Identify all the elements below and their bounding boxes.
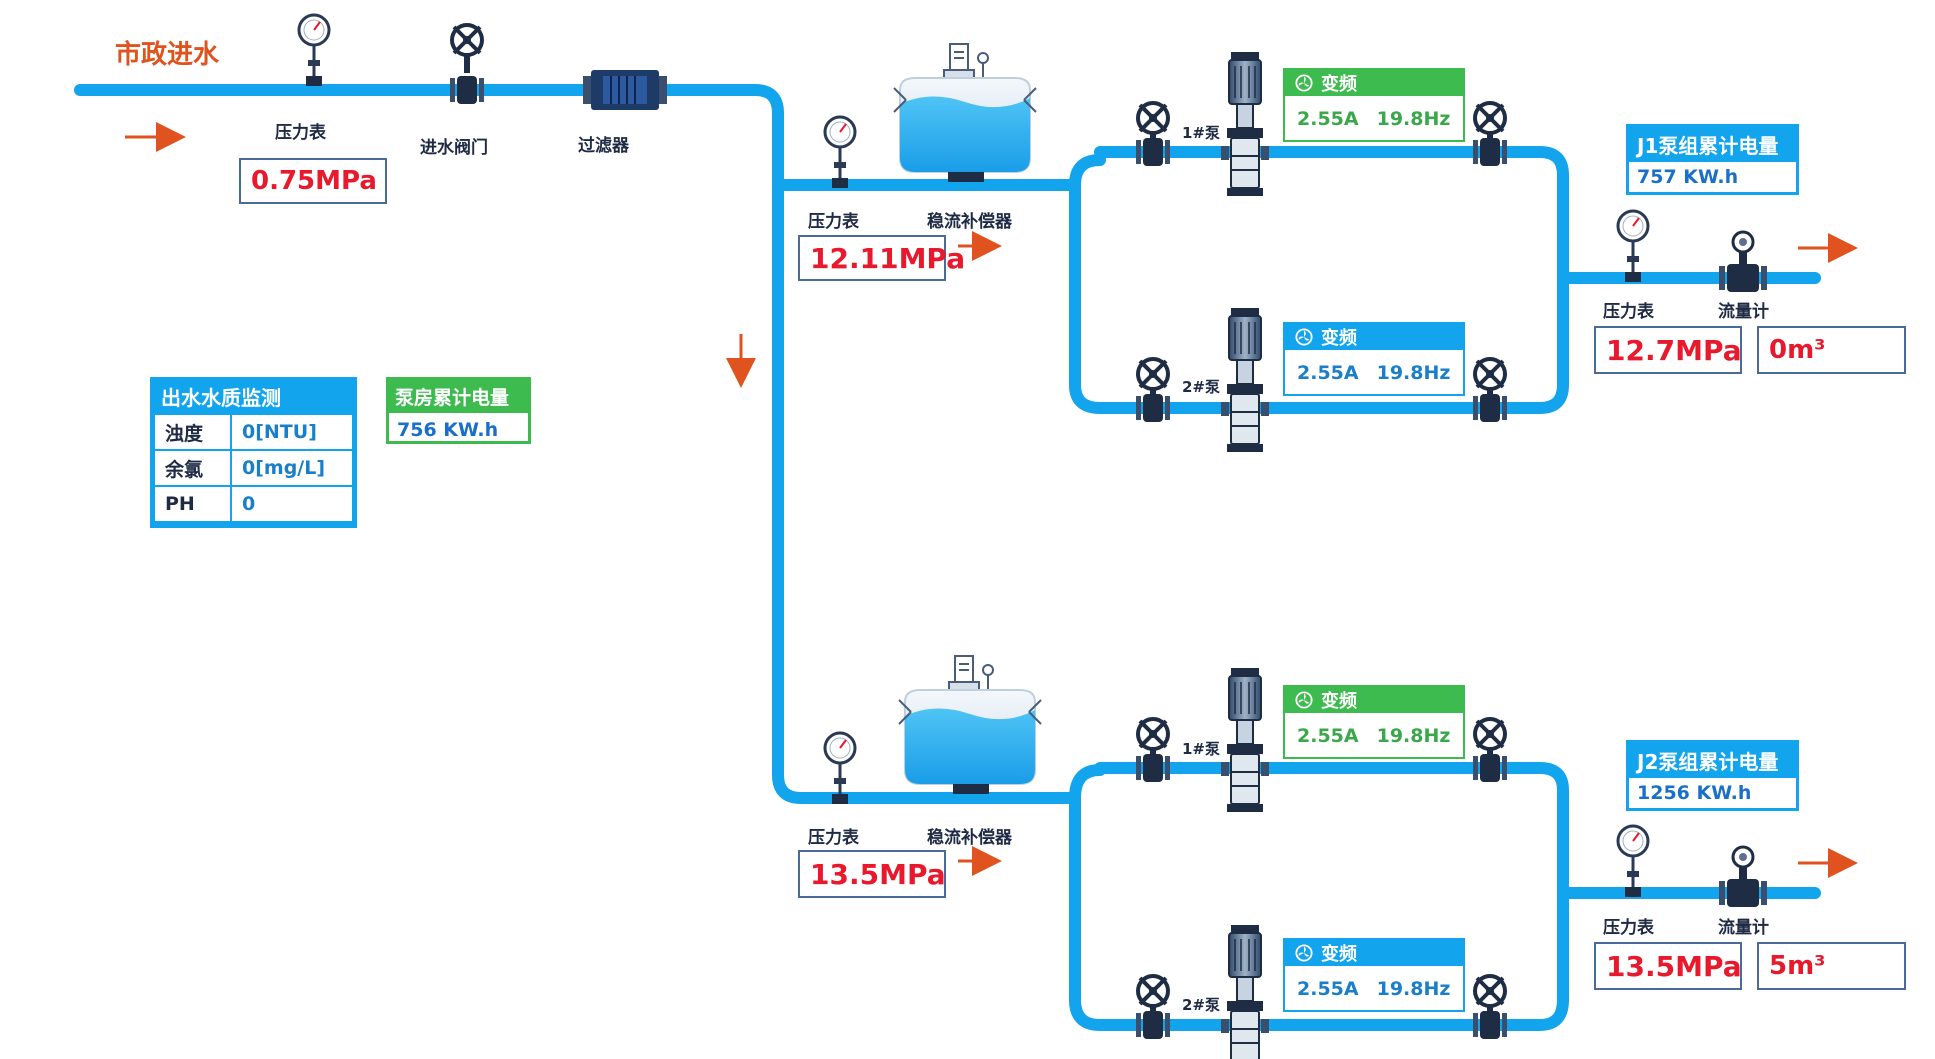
group2-loop-pipe bbox=[1069, 762, 1569, 1031]
inlet-pressure-value: 0.75MPa bbox=[239, 158, 387, 204]
page-title: 市政进水 bbox=[115, 40, 220, 70]
water-quality-title: 出水水质监测 bbox=[161, 386, 281, 410]
group2-pump2-vfd-panel: 变频 2.55A 19.8Hz bbox=[1283, 938, 1465, 1012]
fan-icon bbox=[1295, 74, 1313, 92]
group1-pump2-mode: 变频 bbox=[1321, 328, 1357, 349]
group1-flow-label: 流量计 bbox=[1718, 302, 1769, 322]
group1-pump1-current: 2.55A bbox=[1297, 108, 1359, 130]
group2-flow-value: 5m³ bbox=[1757, 942, 1906, 990]
group1-outlet-pressure-value: 12.7MPa bbox=[1594, 326, 1742, 374]
group2-pump1-mode: 变频 bbox=[1321, 691, 1357, 712]
group2-pump1-icon bbox=[1220, 667, 1270, 813]
flow-arrow-icon bbox=[125, 122, 1858, 878]
fan-icon bbox=[1295, 691, 1313, 709]
group2-pump2-label: 2#泵 bbox=[1182, 996, 1221, 1014]
group2-gauge-label: 压力表 bbox=[808, 828, 859, 848]
pump-room-energy-value: 756 KW.h bbox=[397, 419, 499, 441]
turbidity-value: 0[NTU] bbox=[230, 413, 354, 451]
group1-buffer-tank-icon bbox=[893, 43, 1037, 183]
filter-label: 过滤器 bbox=[578, 136, 629, 156]
group1-pressure-gauge-icon bbox=[823, 115, 857, 190]
group1-tank-label: 稳流补偿器 bbox=[927, 212, 1012, 232]
group1-outlet-gauge-icon bbox=[1616, 209, 1650, 284]
group2-pump2-mode: 变频 bbox=[1321, 944, 1357, 965]
group2-pump1-current: 2.55A bbox=[1297, 725, 1359, 747]
group1-pump2-vfd-panel: 变频 2.55A 19.8Hz bbox=[1283, 322, 1465, 396]
pump-room-energy-title: 泵房累计电量 bbox=[389, 380, 528, 413]
group1-pump1-icon bbox=[1220, 51, 1270, 197]
group1-pump1-freq: 19.8Hz bbox=[1376, 108, 1451, 130]
group1-pump1-label: 1#泵 bbox=[1182, 124, 1221, 142]
group2-energy-title: J2泵组累计电量 bbox=[1629, 743, 1796, 778]
fan-icon bbox=[1295, 944, 1313, 962]
ph-value: 0 bbox=[230, 485, 354, 523]
group1-pump2-current: 2.55A bbox=[1297, 362, 1359, 384]
group2-flow-label: 流量计 bbox=[1718, 918, 1769, 938]
filter-icon bbox=[582, 69, 668, 111]
group2-tank-label: 稳流补偿器 bbox=[927, 828, 1012, 848]
chlorine-label: 余氯 bbox=[153, 449, 232, 487]
group1-flow-value: 0m³ bbox=[1757, 326, 1906, 374]
pipes bbox=[74, 84, 1821, 1031]
pump-room-energy-panel: 泵房累计电量 756 KW.h bbox=[386, 377, 531, 444]
group2-pump1-label: 1#泵 bbox=[1182, 740, 1221, 758]
group2-outlet-pressure-value: 13.5MPa bbox=[1594, 942, 1742, 990]
group1-energy-title: J1泵组累计电量 bbox=[1629, 127, 1796, 162]
group1-pump2-label: 2#泵 bbox=[1182, 378, 1221, 396]
group2-pump2-current: 2.55A bbox=[1297, 978, 1359, 1000]
group2-pump1-freq: 19.8Hz bbox=[1376, 725, 1451, 747]
group2-pump2-freq: 19.8Hz bbox=[1376, 978, 1451, 1000]
main-pipe bbox=[74, 84, 1081, 804]
group2-outlet-gauge-label: 压力表 bbox=[1603, 918, 1654, 938]
group1-energy-panel: J1泵组累计电量 757 KW.h bbox=[1626, 124, 1799, 195]
group1-gauge-label: 压力表 bbox=[808, 212, 859, 232]
group2-pump1-vfd-panel: 变频 2.55A 19.8Hz bbox=[1283, 685, 1465, 759]
inlet-valve-label: 进水阀门 bbox=[420, 138, 488, 158]
group1-outlet-gauge-label: 压力表 bbox=[1603, 302, 1654, 322]
group2-pump2-icon bbox=[1220, 924, 1270, 1059]
group1-pump1-vfd-panel: 变频 2.55A 19.8Hz bbox=[1283, 68, 1465, 142]
group1-pressure-value: 12.11MPa bbox=[798, 235, 965, 281]
group2-buffer-tank-icon bbox=[898, 655, 1042, 795]
group1-loop-pipe bbox=[1069, 146, 1569, 414]
group1-energy-value: 757 KW.h bbox=[1637, 166, 1739, 188]
group2-energy-value: 1256 KW.h bbox=[1637, 782, 1752, 804]
group1-pump1-mode: 变频 bbox=[1321, 74, 1357, 95]
turbidity-label: 浊度 bbox=[153, 413, 232, 451]
inlet-gauge-label: 压力表 bbox=[275, 123, 326, 143]
group2-outlet-gauge-icon bbox=[1616, 824, 1650, 899]
ph-label: PH bbox=[153, 485, 232, 523]
chlorine-value: 0[mg/L] bbox=[230, 449, 354, 487]
inlet-pressure-gauge-icon bbox=[297, 13, 331, 88]
group1-pump2-icon bbox=[1220, 307, 1270, 453]
group2-pressure-value: 13.5MPa bbox=[798, 850, 946, 898]
group1-pump2-freq: 19.8Hz bbox=[1376, 362, 1451, 384]
fan-icon bbox=[1295, 328, 1313, 346]
group2-energy-panel: J2泵组累计电量 1256 KW.h bbox=[1626, 740, 1799, 811]
